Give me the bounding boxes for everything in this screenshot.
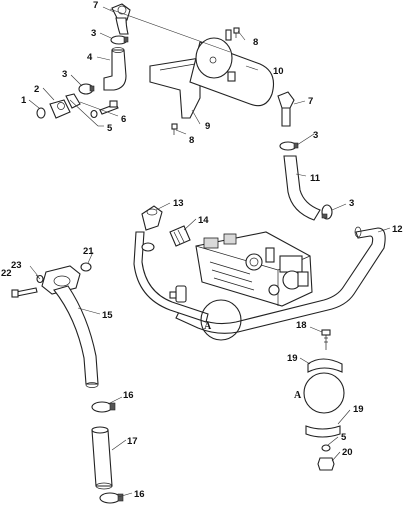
gasket-21 xyxy=(80,262,92,272)
callout-3-right-lower: 3 xyxy=(349,198,354,209)
callout-17: 17 xyxy=(127,436,138,447)
washer-5-left xyxy=(90,109,98,119)
hose-13-run xyxy=(133,231,209,323)
callout-7-top: 7 xyxy=(93,0,98,11)
callout-18: 18 xyxy=(296,320,307,331)
callout-8-top: 8 xyxy=(253,37,258,48)
detail-circle-a xyxy=(200,299,242,341)
callout-20: 20 xyxy=(342,447,353,458)
detail-labels: A A xyxy=(204,321,302,401)
bolt-6 xyxy=(99,100,119,115)
callout-5-left: 5 xyxy=(107,123,113,134)
callout-9: 9 xyxy=(205,121,210,132)
clip-19-upper xyxy=(307,358,343,373)
elbow-fitting-top xyxy=(111,3,131,35)
leader-lines xyxy=(28,6,391,498)
callout-16-lower: 16 xyxy=(134,489,145,500)
exhaust-pipe-15 xyxy=(53,285,99,388)
exhaust-flange xyxy=(41,265,81,295)
callout-11: 11 xyxy=(310,173,321,184)
nut-20 xyxy=(317,457,335,471)
callout-14: 14 xyxy=(198,215,209,226)
hose-4 xyxy=(103,47,127,91)
callout-labels: 7 3 8 4 3 10 2 1 7 6 5 9 3 8 11 3 13 14 … xyxy=(1,0,403,500)
callout-5-detail: 5 xyxy=(341,432,347,443)
callout-8-bottom: 8 xyxy=(189,135,194,146)
clip-19-lower xyxy=(305,425,341,438)
callout-3-mid-left: 3 xyxy=(62,69,67,80)
elbow-fitting-right xyxy=(277,91,295,127)
clamp-16-upper xyxy=(91,401,116,413)
callout-15: 15 xyxy=(102,310,113,321)
control-valve-assembly xyxy=(195,231,313,307)
callout-3-right-upper: 3 xyxy=(313,130,318,141)
callout-13: 13 xyxy=(173,198,184,209)
callout-19-lower: 19 xyxy=(353,404,364,415)
callout-2: 2 xyxy=(34,84,39,95)
detail-label-a-main: A xyxy=(204,321,212,332)
screw-8-bottom xyxy=(171,123,178,135)
elbow-fitting-13 xyxy=(141,205,163,231)
o-ring-1 xyxy=(36,107,46,119)
tank-bracket-9 xyxy=(149,57,201,119)
callout-23: 23 xyxy=(11,260,22,271)
callout-10: 10 xyxy=(273,66,284,77)
callout-19-upper: 19 xyxy=(287,353,298,364)
callout-6: 6 xyxy=(121,114,126,125)
hose-clamp-right-lower xyxy=(321,204,333,220)
callout-1: 1 xyxy=(21,95,27,106)
callout-4: 4 xyxy=(87,52,93,63)
air-tank-10 xyxy=(189,29,275,107)
tee-fitting xyxy=(169,285,187,303)
hose-clamp-mid-left xyxy=(78,83,95,95)
fitting-14 xyxy=(169,225,191,247)
muffler-pipe-17 xyxy=(91,426,113,490)
bolt-18 xyxy=(321,329,331,350)
hose-clamp-top xyxy=(110,35,129,45)
callout-7-right: 7 xyxy=(308,96,313,107)
clamp-16-lower xyxy=(99,492,124,504)
callout-16-upper: 16 xyxy=(123,390,134,401)
hose-clamp-right-upper xyxy=(279,141,299,151)
adapter-2 xyxy=(49,93,81,119)
callout-22: 22 xyxy=(1,268,12,279)
washer-5-detail xyxy=(321,444,331,452)
detail-label-a-breakout: A xyxy=(294,390,302,401)
detail-circle-a-breakout xyxy=(303,372,345,414)
callout-12: 12 xyxy=(392,224,403,235)
bolt-22 xyxy=(11,287,38,298)
callout-3-top: 3 xyxy=(91,28,96,39)
screw-8-top xyxy=(233,27,240,38)
hose-11 xyxy=(283,155,321,221)
callout-21: 21 xyxy=(83,246,94,257)
